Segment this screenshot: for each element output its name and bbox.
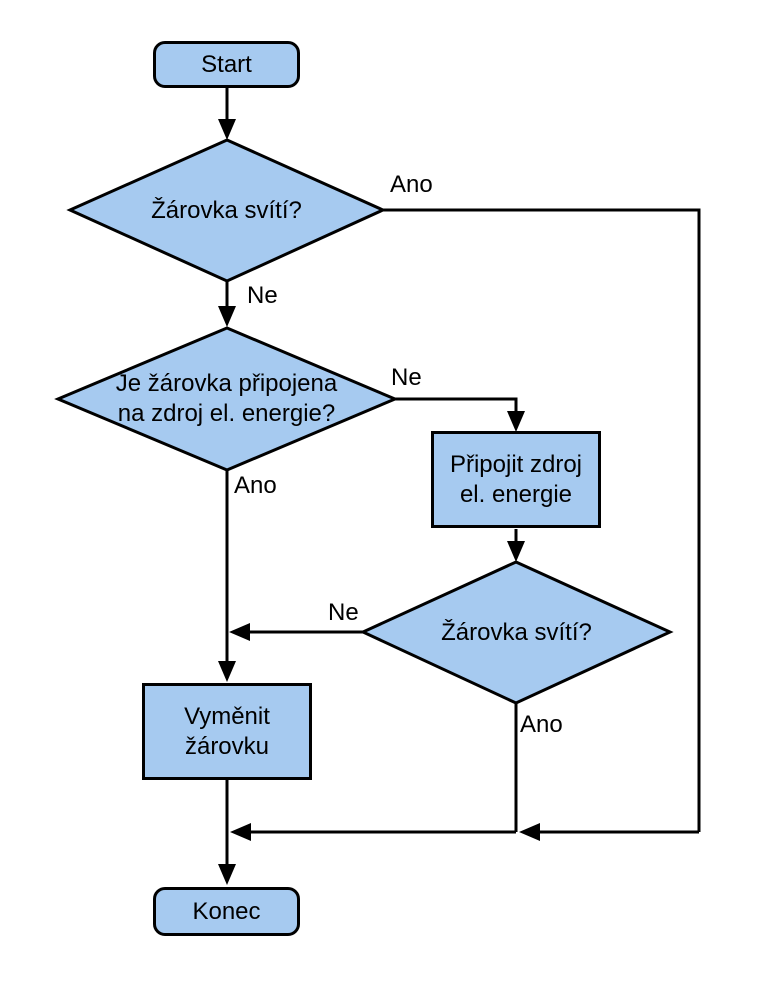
arrowhead-process2-to-end	[218, 864, 236, 885]
edge-label-decision1-no: Ne	[247, 282, 278, 309]
process-1-node: Připojit zdroj el. energie	[431, 431, 601, 528]
edge-label-decision1-yes: Ano	[390, 171, 433, 198]
edge-decision1-yes-return	[383, 208, 701, 832]
edge-decision2-no	[395, 397, 518, 413]
process-2-node: Vyměnit žárovku	[142, 683, 312, 780]
edge-label-decision3-no: Ne	[328, 599, 359, 626]
arrowhead-start-to-decision1	[218, 119, 236, 140]
decision-1-shape	[66, 138, 387, 283]
arrowhead-decision1-no	[218, 306, 236, 327]
start-node-label: Start	[201, 50, 252, 78]
process-2-label-line1: Vyměnit	[184, 702, 270, 730]
edge-label-decision3-yes: Ano	[520, 711, 563, 738]
edge-label-decision2-no: Ne	[391, 364, 422, 391]
start-node: Start	[153, 41, 300, 88]
decision-2-shape	[54, 326, 399, 472]
arrowhead-decision2-yes	[218, 661, 236, 682]
process-2-label-line2: žárovku	[184, 732, 270, 760]
process-1-label-line2: el. energie	[459, 480, 573, 508]
process-1-label-line1: Připojit zdroj	[449, 450, 583, 478]
arrowhead-decision2-no	[507, 411, 525, 432]
end-node: Konec	[153, 887, 300, 936]
edge-label-decision2-yes: Ano	[234, 472, 277, 499]
end-node-label: Konec	[192, 897, 261, 925]
arrowhead-process1-to-decision3	[507, 541, 525, 562]
arrowhead-decision3-no	[229, 623, 250, 641]
decision-3-shape	[359, 560, 674, 705]
arrowhead-merge-left	[230, 823, 251, 841]
arrowhead-merge-right	[519, 823, 540, 841]
